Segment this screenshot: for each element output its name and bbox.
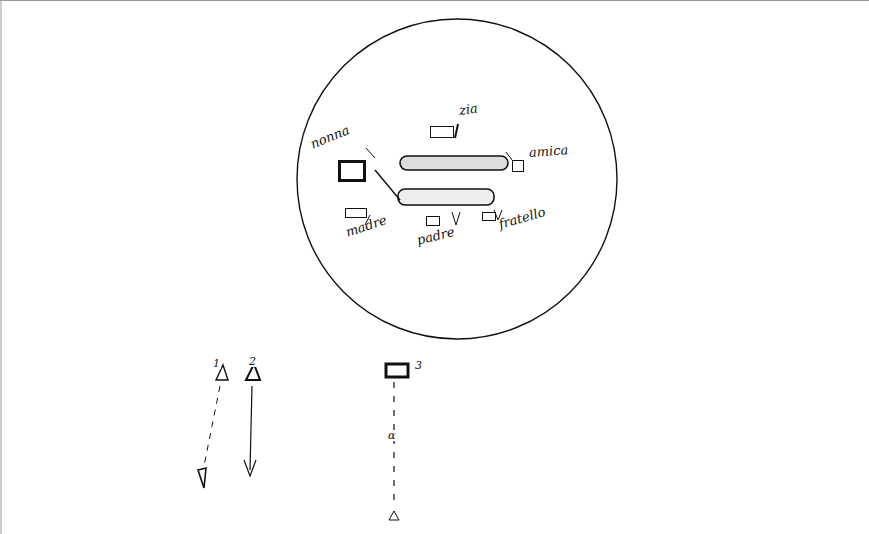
triangle-symbol <box>389 511 399 520</box>
person-box: padre <box>426 216 440 226</box>
leader-line <box>506 152 512 160</box>
person-box: amica <box>512 160 524 172</box>
person-box: fratello <box>482 212 496 221</box>
callout-number: 2 <box>248 356 257 367</box>
callout-number: 3 <box>414 360 423 371</box>
person-box: zia <box>430 126 454 138</box>
frame-edge <box>1 0 2 534</box>
box-symbol <box>386 364 408 377</box>
leader-mark <box>452 212 460 225</box>
table-edge-line <box>375 170 400 200</box>
person-label: amica <box>528 142 568 160</box>
solid-line <box>250 386 252 470</box>
end-symbol <box>198 468 206 488</box>
person-label: nonna <box>308 122 351 151</box>
frame-edge <box>0 0 869 1</box>
person-label: zia <box>458 100 479 117</box>
person-box: nonna <box>338 160 366 182</box>
leader-line <box>366 148 375 158</box>
person-box: madre <box>345 208 367 218</box>
room-circle <box>297 19 617 339</box>
dashed-line <box>204 386 220 466</box>
person-label: padre <box>415 224 456 248</box>
leader-line <box>455 124 458 138</box>
table-band <box>398 189 494 205</box>
person-label: madre <box>344 212 389 239</box>
person-label: fratello <box>497 204 547 232</box>
callout-number: α <box>387 430 396 441</box>
table-band <box>400 156 508 170</box>
callout-number: 1 <box>212 358 221 369</box>
arrow-head <box>244 460 256 476</box>
dashed-line <box>393 382 394 505</box>
